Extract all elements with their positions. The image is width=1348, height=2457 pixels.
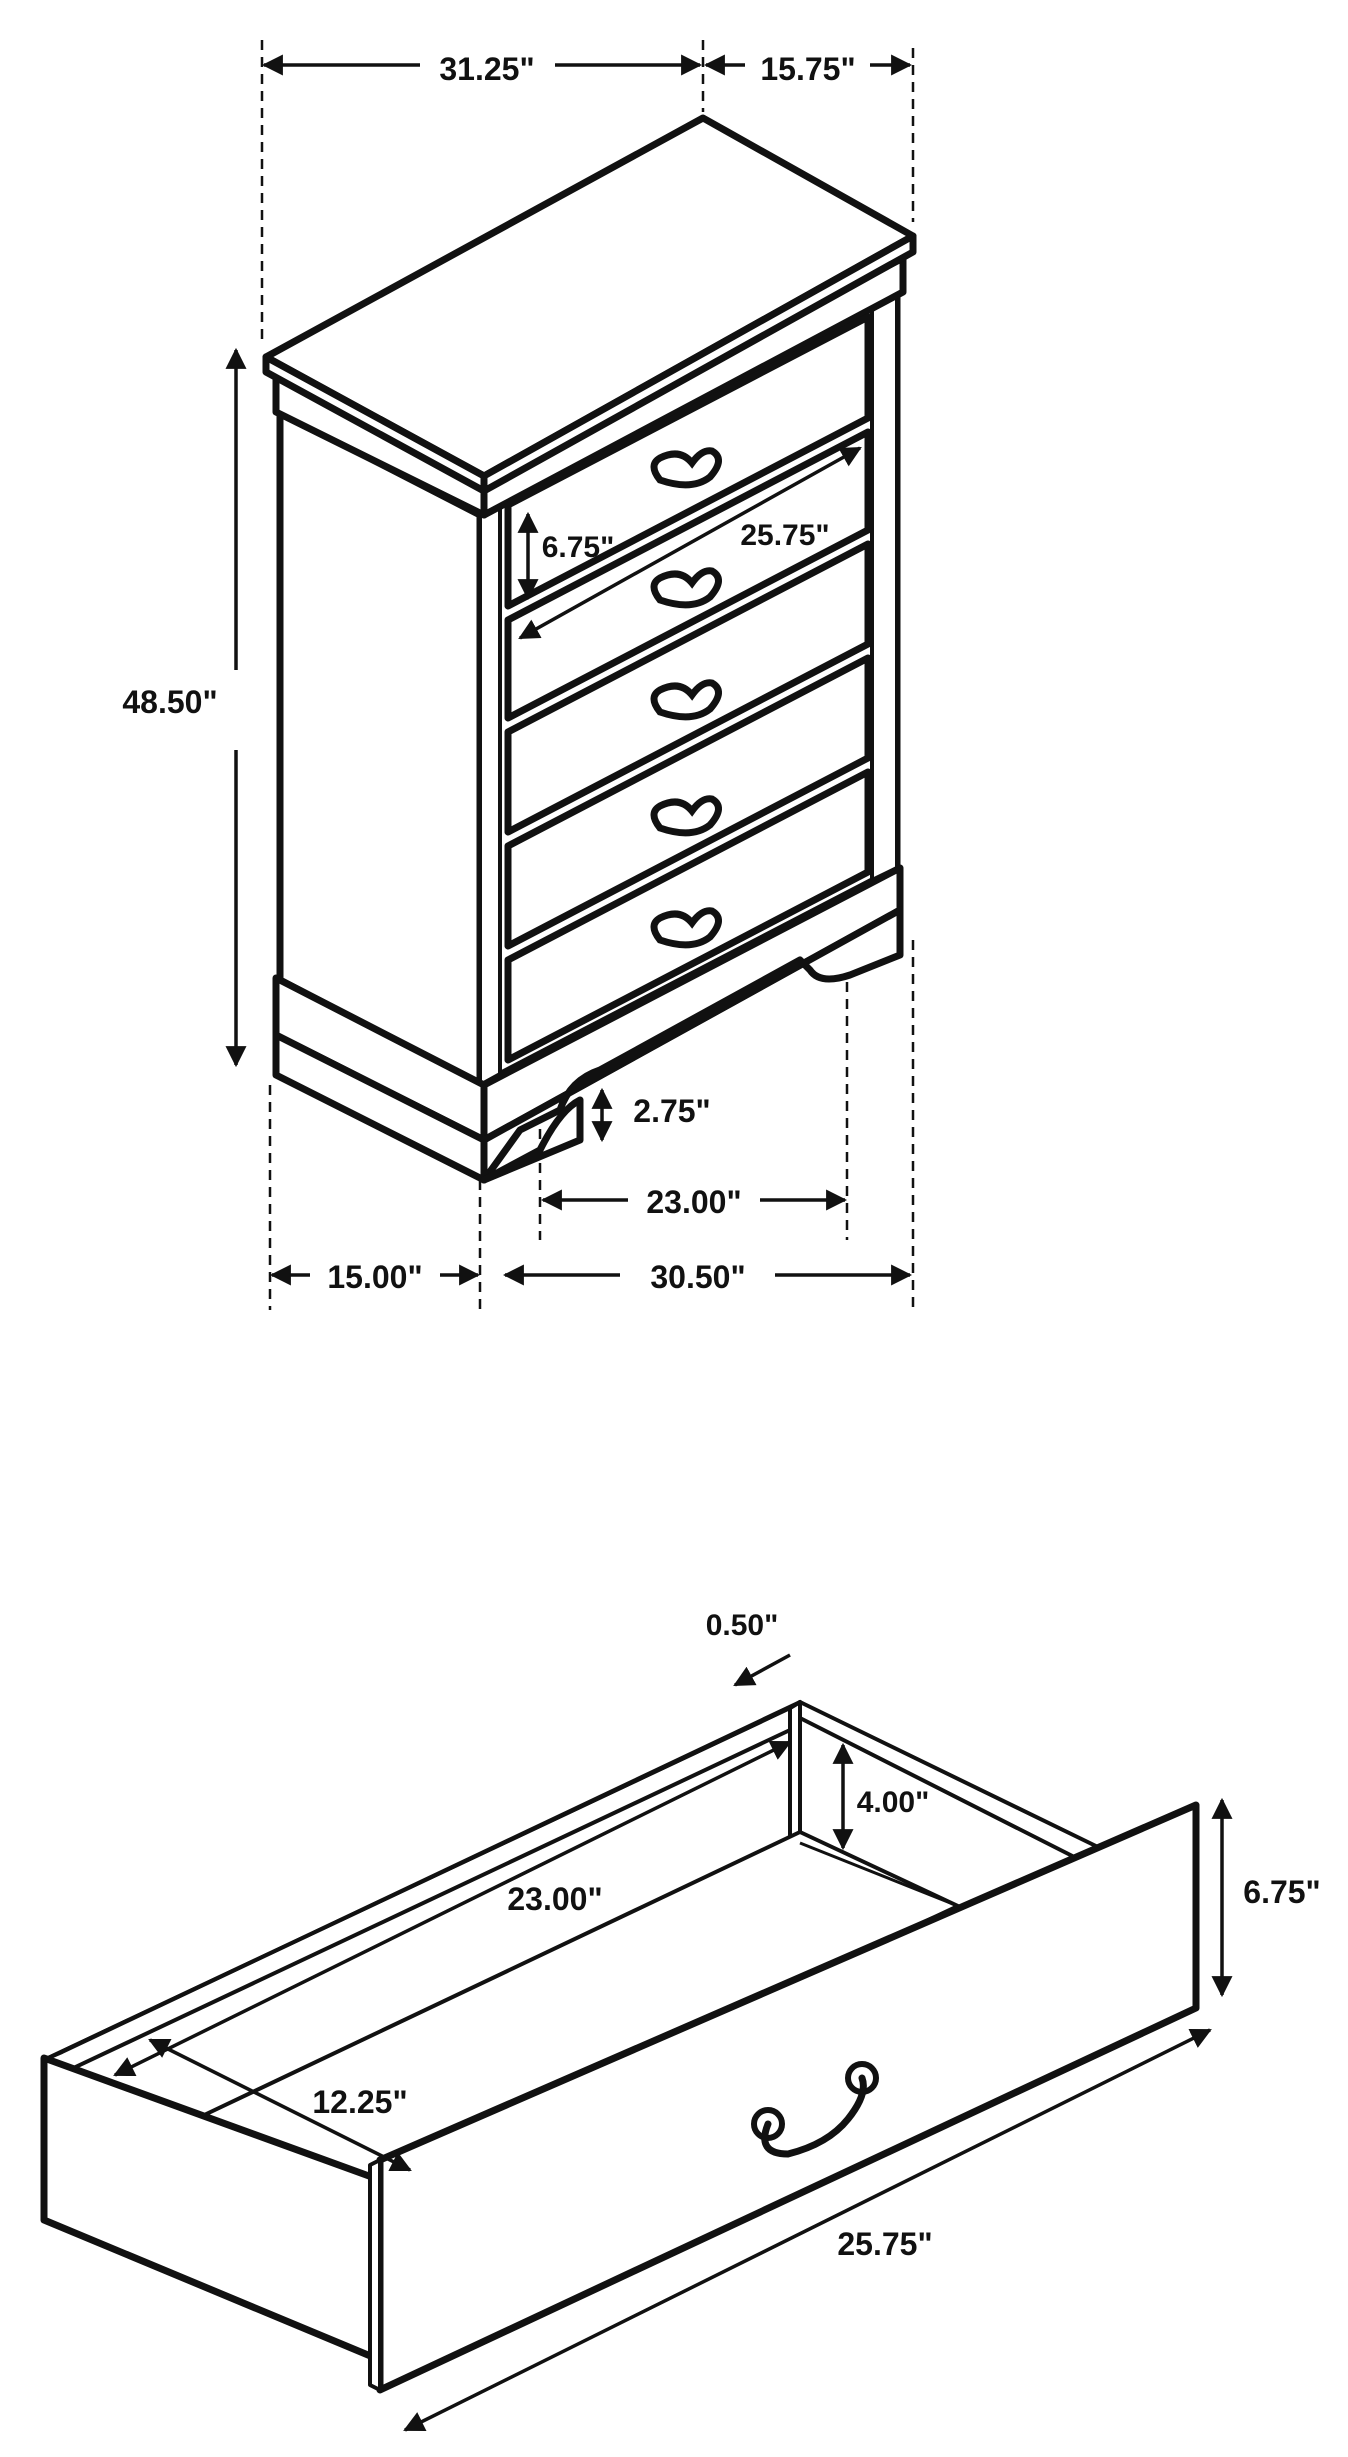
dim-leg-span-label: 23.00" bbox=[646, 1184, 741, 1220]
chest-side-panel bbox=[276, 408, 484, 1089]
drawer-illustration: 0.50" 4.00" 6.75" 23.00" 12.25" 25.75" bbox=[40, 1609, 1321, 2432]
dim-leg-height-label: 2.75" bbox=[633, 1093, 710, 1129]
chest-illustration: 31.25" 15.75" 48.50" 6.75" 25.75" 2.75" … bbox=[122, 40, 917, 1310]
drawer-dimension-arrows bbox=[113, 1653, 1233, 2432]
dim-base-depth-label: 15.00" bbox=[327, 1259, 422, 1295]
chest-left-stile bbox=[478, 503, 502, 1087]
dim-inner-height-label: 4.00" bbox=[857, 1786, 930, 1819]
chest-base-front-skirt bbox=[480, 906, 904, 1184]
drawer-floor-edge bbox=[799, 1841, 959, 1908]
dim-front-height-label: 6.75" bbox=[1243, 1874, 1320, 1910]
drawer-right-side bbox=[798, 1700, 1102, 1872]
dim-drawer-height-label: 6.75" bbox=[542, 531, 615, 564]
chest-dimension-labels: 31.25" 15.75" 48.50" 6.75" 25.75" 2.75" … bbox=[122, 51, 855, 1295]
chest-top-edge-front bbox=[480, 232, 917, 495]
dim-inner-width-label: 12.25" bbox=[312, 2084, 407, 2120]
chest-right-stile bbox=[870, 290, 899, 882]
chest-drawer bbox=[504, 654, 872, 950]
dim-base-width-label: 30.50" bbox=[650, 1259, 745, 1295]
drawer-dimension-labels: 0.50" 4.00" 6.75" 23.00" 12.25" 25.75" bbox=[312, 1609, 1320, 2262]
drawer-handle-icon bbox=[650, 679, 722, 721]
chest-leg-foot bbox=[480, 1096, 584, 1184]
dim-side-thickness-label: 0.50" bbox=[706, 1609, 779, 1642]
drawer-front-edge bbox=[368, 2158, 382, 2392]
dim-top-width-label: 31.25" bbox=[439, 51, 534, 87]
dim-front-width-label: 25.75" bbox=[837, 2226, 932, 2262]
dim-inner-depth-label: 23.00" bbox=[507, 1881, 602, 1917]
dim-height-label: 48.50" bbox=[122, 684, 217, 720]
drawer-handle-icon bbox=[650, 795, 722, 837]
dim-top-depth-label: 15.75" bbox=[760, 51, 855, 87]
drawer-handle-icon bbox=[650, 907, 722, 949]
dim-drawer-width-label: 25.75" bbox=[740, 519, 829, 552]
chest-dimension-arrows bbox=[225, 54, 913, 1286]
